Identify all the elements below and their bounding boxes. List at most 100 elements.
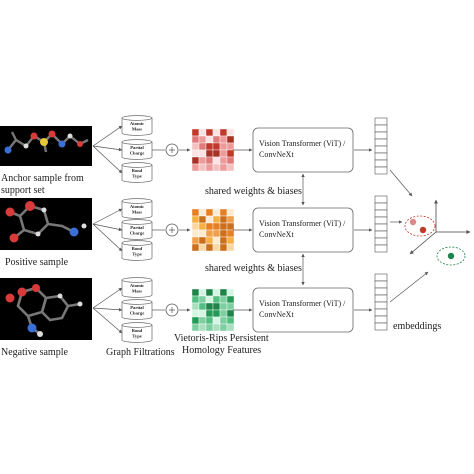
graph-filtrations-caption: Graph Filtrations bbox=[106, 347, 175, 358]
negative-caption: Negative sample bbox=[1, 347, 68, 358]
fan-arrow-positive-charge bbox=[92, 223, 123, 232]
shared-weights-label-2: shared weights & biases bbox=[205, 263, 302, 274]
negative-heatmap-cell bbox=[198, 323, 207, 332]
anchor-filter-mass-label-1: Atomic bbox=[130, 121, 144, 126]
anchor-embedding-cell bbox=[374, 117, 388, 126]
negative-filter-mass-label-1: Atomic bbox=[130, 283, 144, 288]
positive-heatmap-cell bbox=[198, 215, 207, 224]
combine-node-anchor bbox=[165, 143, 179, 157]
fan-arrow-anchor-charge bbox=[92, 145, 123, 152]
fan-arrow-negative-mass bbox=[92, 287, 123, 309]
positive-filter-mass-label-2: Mass bbox=[132, 209, 142, 214]
negative-heatmap-cell bbox=[212, 295, 221, 304]
positive-heatmap-cell bbox=[198, 229, 207, 238]
negative-heatmap-cell bbox=[198, 309, 207, 318]
model-box-anchor: Vision Transformer (ViT) / ConvNeXt bbox=[252, 127, 354, 173]
negative-embedding-vector bbox=[374, 273, 388, 331]
anchor-heatmap-cell bbox=[212, 163, 221, 172]
negative-heatmap-cell bbox=[205, 288, 214, 297]
positive-embedding-cell bbox=[374, 216, 388, 225]
model-anchor-line1: Vision Transformer (ViT) / bbox=[259, 139, 346, 148]
negative-heatmap-cell bbox=[191, 316, 200, 325]
negative-heatmap-cell bbox=[226, 295, 235, 304]
anchor-heatmap-cell bbox=[212, 128, 221, 137]
positive-caption: Positive sample bbox=[5, 257, 69, 268]
negative-heatmap-cell bbox=[191, 302, 200, 311]
negative-heatmap-cell bbox=[212, 309, 221, 318]
positive-heatmap-cell bbox=[205, 222, 214, 231]
positive-heatmap-cell bbox=[226, 222, 235, 231]
positive-heatmap-cell bbox=[219, 243, 228, 252]
anchor-heatmap-cell bbox=[219, 149, 228, 158]
anchor-heatmap-cell bbox=[191, 163, 200, 172]
negative-heatmap-cell bbox=[226, 309, 235, 318]
anchor-heatmap-cell bbox=[226, 163, 235, 172]
model-positive-line1: Vision Transformer (ViT) / bbox=[259, 219, 346, 228]
positive-point bbox=[419, 226, 427, 234]
positive-filter-charge-label-2: Charge bbox=[130, 230, 145, 235]
negative-cluster-ellipse bbox=[436, 246, 466, 266]
negative-heatmap-cell bbox=[226, 288, 235, 297]
negative-heatmap-cell bbox=[198, 288, 207, 297]
anchor-heatmap-cell bbox=[205, 135, 214, 144]
anchor-embedding-cell bbox=[374, 138, 388, 147]
negative-filter-mass-label-2: Mass bbox=[132, 288, 142, 293]
negative-embedding-cell bbox=[374, 280, 388, 289]
positive-heatmap-cell bbox=[198, 243, 207, 252]
anchor-heatmap-cell bbox=[226, 142, 235, 151]
positive-heatmap-cell bbox=[212, 222, 221, 231]
anchor-embedding-cell bbox=[374, 124, 388, 133]
anchor-embedding-cell bbox=[374, 131, 388, 140]
filter-cylinders: AtomicMassPartialChargeBondTypeAtomicMas… bbox=[121, 115, 153, 343]
anchor-caption-line2: support set bbox=[1, 185, 45, 196]
fan-arrow-positive-bond bbox=[92, 223, 123, 252]
positive-molecule-image bbox=[0, 198, 92, 250]
negative-heatmap-cell bbox=[205, 309, 214, 318]
anchor-heatmap-cell bbox=[198, 128, 207, 137]
positive-heatmap-cell bbox=[219, 236, 228, 245]
model-box-negative: Vision Transformer (ViT) / ConvNeXt bbox=[252, 287, 354, 333]
fan-arrow-anchor-mass bbox=[92, 125, 123, 147]
positive-embedding-cell bbox=[374, 202, 388, 211]
positive-embedding-cell bbox=[374, 244, 388, 253]
positive-heatmap-cell bbox=[226, 229, 235, 238]
negative-embedding-cell bbox=[374, 294, 388, 303]
positive-heatmap-cell bbox=[205, 229, 214, 238]
positive-filter-bond-label-1: Bond bbox=[132, 246, 143, 251]
negative-heatmap-cell bbox=[191, 323, 200, 332]
fan-arrow-anchor-bond bbox=[92, 145, 123, 174]
anchor-heatmap-cell bbox=[191, 156, 200, 165]
positive-heatmap-cell bbox=[212, 243, 221, 252]
positive-heatmap-cell bbox=[191, 229, 200, 238]
positive-embedding-vector bbox=[374, 195, 388, 253]
negative-embedding-cell bbox=[374, 308, 388, 317]
anchor-molecule-image bbox=[0, 126, 92, 166]
anchor-embedding-vector bbox=[374, 117, 388, 175]
negative-embedding-cell bbox=[374, 315, 388, 324]
arrow-anchor-to-space bbox=[389, 169, 413, 197]
combine-node-positive bbox=[165, 223, 179, 237]
anchor-heatmap-cell bbox=[191, 142, 200, 151]
positive-heatmap-cell bbox=[205, 208, 214, 217]
anchor-point bbox=[409, 218, 417, 226]
anchor-heatmap-cell bbox=[205, 142, 214, 151]
anchor-filter-bond-label-2: Type bbox=[132, 173, 142, 178]
anchor-heatmap-cell bbox=[219, 135, 228, 144]
anchor-heatmap-cell bbox=[205, 149, 214, 158]
anchor-heatmap-cell bbox=[205, 163, 214, 172]
anchor-heatmap-cell bbox=[212, 149, 221, 158]
negative-heatmap-cell bbox=[198, 316, 207, 325]
embedding-space bbox=[404, 199, 471, 266]
negative-embedding-cell bbox=[374, 287, 388, 296]
fan-arrow-negative-charge bbox=[92, 307, 123, 312]
negative-heatmap-cell bbox=[226, 323, 235, 332]
anchor-heatmap-cell bbox=[226, 156, 235, 165]
anchor-heatmap-cell bbox=[198, 149, 207, 158]
anchor-heatmap-cell bbox=[226, 135, 235, 144]
anchor-heatmap-cell bbox=[219, 156, 228, 165]
positive-heatmap-cell bbox=[191, 215, 200, 224]
model-box-positive: Vision Transformer (ViT) / ConvNeXt bbox=[252, 207, 354, 253]
